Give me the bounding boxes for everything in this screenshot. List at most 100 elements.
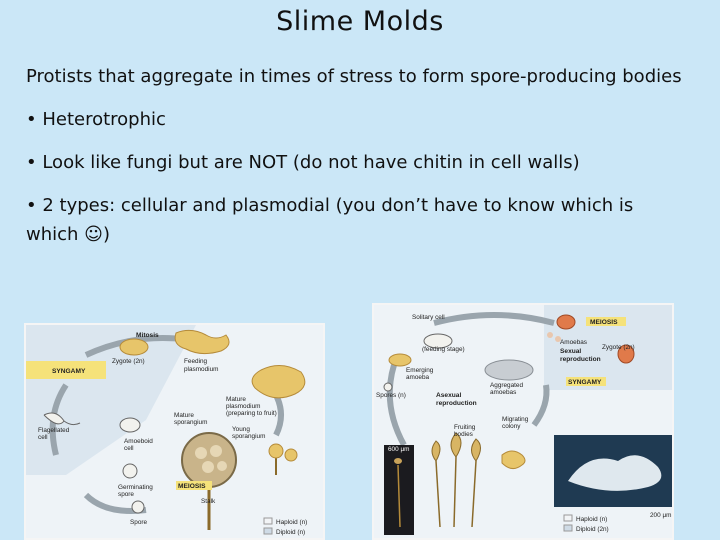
- mitosis-label: Mitosis: [136, 332, 159, 339]
- spore-dot: [210, 445, 222, 457]
- spores-label: Spores (n): [376, 392, 406, 399]
- zygote-cell: [617, 344, 635, 364]
- spore-dot: [217, 461, 227, 471]
- cycle-arrow-top: [433, 312, 555, 326]
- feeding-label: Feeding: [184, 358, 208, 365]
- sexual-label-2: reproduction: [560, 356, 601, 363]
- fruiting-body: [431, 440, 441, 462]
- solitary-cell: [423, 333, 453, 349]
- smiley-icon: ☺: [84, 224, 103, 245]
- plasmodium-label: plasmodium: [184, 366, 218, 373]
- germinating-label-1: Germinating: [118, 484, 153, 491]
- migrating-colony: [501, 450, 526, 469]
- cycle-arrow-right: [531, 384, 550, 427]
- mature-plasmodium-label-3: (preparing to fruit): [226, 410, 277, 417]
- meiosis-band: [586, 317, 626, 326]
- amoebas-label: Amoebas: [560, 339, 587, 346]
- bullet-heterotrophic: • Heterotrophic: [26, 109, 166, 130]
- fruiting-stalk: [453, 456, 457, 528]
- fruiting-stalk: [435, 460, 441, 528]
- young-sporangium-2: [284, 448, 298, 462]
- haploid-key-label: Haploid (n): [276, 519, 307, 526]
- spore-label: Spore: [130, 519, 147, 526]
- asexual-label-2: reproduction: [436, 400, 477, 407]
- spore-cell: [131, 500, 145, 514]
- zygote-label: Zygote (2n): [112, 358, 145, 365]
- cycle-arrow-left: [386, 364, 407, 447]
- emerging-label-2: amoeba: [406, 374, 430, 381]
- stalk-label: Stalk: [201, 498, 216, 505]
- haploid-key-swatch: [563, 514, 573, 522]
- bullet-types-text: • 2 types: cellular and plasmodial (you …: [26, 195, 634, 245]
- haploid-key-swatch: [263, 517, 273, 525]
- cellular-cycle-svg: SYNGAMY MEIOSIS Solitary cell (feeding s…: [376, 305, 672, 535]
- haploid-key-label: Haploid (n): [576, 516, 607, 523]
- mature-sporangium-label-1: Mature: [174, 412, 194, 419]
- solitary-label: Solitary cell: [412, 314, 445, 321]
- spore-dot: [195, 447, 207, 459]
- bullet-types: • 2 types: cellular and plasmodial (you …: [26, 191, 686, 249]
- scale-200-label: 200 μm: [650, 512, 671, 519]
- mature-sporangium-label-2: sporangium: [174, 419, 207, 426]
- syngamy-band: [566, 377, 606, 386]
- diploid-key-swatch: [263, 527, 273, 535]
- photo-stalk: [397, 464, 401, 528]
- flagellated-label-1: Flagellated: [38, 427, 70, 434]
- migrating-label-2: colony: [502, 423, 521, 430]
- zygote-label: Zygote (2n): [602, 344, 635, 351]
- young-sporangium-label-1: Young: [232, 426, 250, 433]
- amoeboid-cell: [119, 417, 141, 433]
- mature-plasmodium-label-2: plasmodium: [226, 403, 260, 410]
- germinating-spore: [122, 463, 138, 479]
- syngamy-label: SYNGAMY: [568, 379, 602, 386]
- sexual-label-1: Sexual: [560, 348, 581, 355]
- mature-sporangium: [181, 432, 237, 488]
- asexual-label-1: Asexual: [436, 392, 461, 399]
- bullet-types-end: ): [102, 224, 110, 245]
- migrating-label-1: Migrating: [502, 416, 529, 423]
- plasmodial-cycle-svg: SYNGAMY Mitosis Zygote (2n) Feeding plas…: [26, 325, 307, 536]
- flagellum: [63, 420, 81, 426]
- emerging-label-1: Emerging: [406, 367, 434, 374]
- amoeba-dot: [555, 336, 561, 342]
- emerging-amoeba-cell: [388, 353, 412, 367]
- flagellated-label-2: cell: [38, 434, 48, 441]
- scale-600-label: 600 μm: [388, 446, 409, 453]
- spore-cell: [383, 382, 393, 392]
- amoeboid-label-1: Amoeboid: [124, 438, 153, 445]
- aggregated-label-1: Aggregated: [490, 382, 523, 389]
- diploid-key-label: Diploid (n): [276, 529, 305, 536]
- syngamy-band: [26, 361, 106, 379]
- diploid-key-label: Diploid (2n): [576, 526, 609, 533]
- cellular-life-cycle-diagram: SYNGAMY MEIOSIS Solitary cell (feeding s…: [372, 303, 674, 540]
- bullet-list: Protists that aggregate in times of stre…: [26, 62, 686, 263]
- young-sporangium: [268, 443, 284, 459]
- plasmodial-life-cycle-diagram: SYNGAMY Mitosis Zygote (2n) Feeding plas…: [24, 323, 325, 540]
- slide-title: Slime Molds: [276, 6, 444, 37]
- amoeba-dot: [547, 332, 553, 338]
- bullet-definition: Protists that aggregate in times of stre…: [26, 66, 682, 87]
- aggregated-amoebas: [484, 359, 534, 381]
- aggregated-label-2: amoebas: [490, 389, 516, 396]
- slug-shape: [568, 455, 662, 491]
- germinating-label-2: spore: [118, 491, 134, 498]
- diploid-key-swatch: [563, 524, 573, 532]
- amoeboid-label-2: cell: [124, 445, 134, 452]
- bullet-fungi: • Look like fungi but are NOT (do not ha…: [26, 152, 580, 173]
- young-sporangium-label-2: sporangium: [232, 433, 265, 440]
- fruiting-stalk: [471, 460, 477, 528]
- fruiting-label-1: Fruiting: [454, 424, 476, 431]
- spore-dot: [202, 461, 214, 473]
- feeding-stage-label: (feeding stage): [422, 346, 465, 353]
- mature-plasmodium: [251, 365, 306, 399]
- mature-plasmodium-label-1: Mature: [226, 396, 246, 403]
- fruiting-label-2: bodies: [454, 431, 473, 438]
- syngamy-label: SYNGAMY: [52, 368, 86, 375]
- meiosis-label: MEIOSIS: [590, 319, 618, 326]
- feeding-plasmodium: [174, 329, 230, 355]
- meiosis-label: MEIOSIS: [178, 483, 206, 490]
- meiosis-band: [176, 481, 212, 490]
- zygote-cell: [119, 338, 149, 356]
- fruiting-bodies: [431, 432, 481, 528]
- photo-head: [394, 458, 402, 464]
